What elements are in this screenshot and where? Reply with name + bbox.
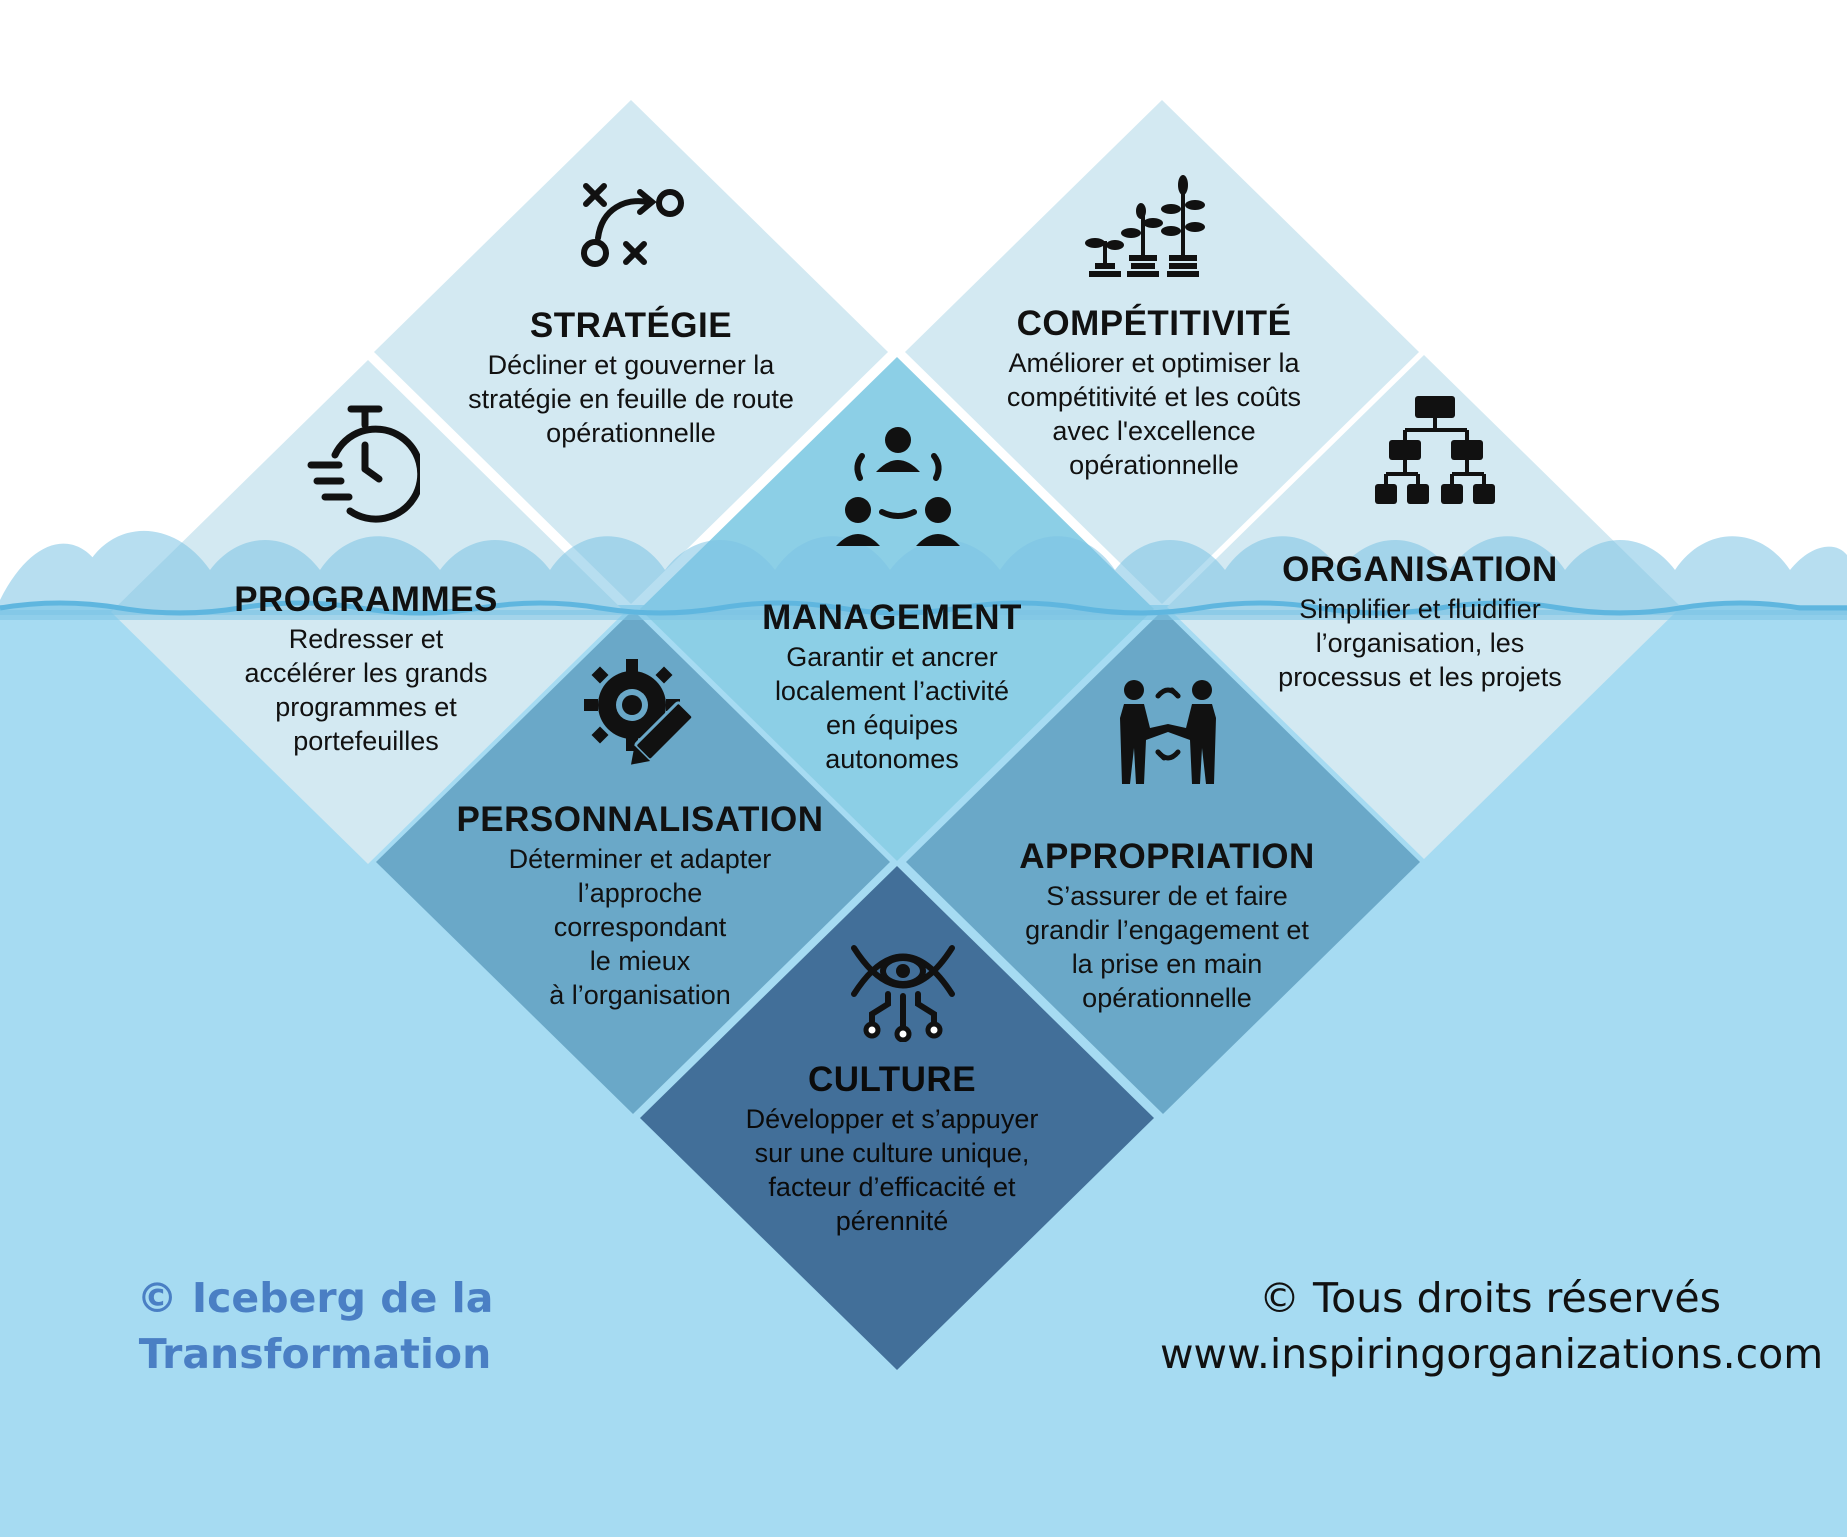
block-title: ORGANISATION bbox=[1282, 550, 1558, 589]
wave-band bbox=[0, 530, 1847, 615]
block-line: Redresser et bbox=[288, 624, 444, 654]
block-programmes: PROGRAMMES Redresser et accélérer les gr… bbox=[206, 580, 526, 758]
block-line: stratégie en feuille de route bbox=[468, 384, 794, 414]
block-line: le mieux bbox=[589, 946, 691, 976]
diamond-competitivite bbox=[905, 100, 1419, 604]
block-line: en équipes bbox=[825, 710, 959, 740]
block-line: Déterminer et adapter bbox=[508, 844, 772, 874]
block-management: MANAGEMENT Garantir et ancrer localement… bbox=[722, 598, 1062, 776]
block-line: facteur d’efficacité et bbox=[768, 1172, 1016, 1202]
block-line: localement l’activité bbox=[774, 676, 1010, 706]
block-culture: CULTURE Développer et s’appuyer sur une … bbox=[722, 1060, 1062, 1238]
block-title: APPROPRIATION bbox=[1019, 837, 1315, 876]
block-title: MANAGEMENT bbox=[762, 598, 1022, 637]
rights-notice: © Tous droits réservés www.inspiringorga… bbox=[1160, 1270, 1824, 1382]
dna-eye-icon bbox=[851, 945, 955, 1042]
rights-line: © Tous droits réservés bbox=[1259, 1274, 1721, 1322]
block-line: grandir l’engagement et bbox=[1025, 915, 1309, 945]
block-line: l’approche bbox=[577, 878, 703, 908]
stopwatch-icon bbox=[307, 405, 420, 523]
block-title: STRATÉGIE bbox=[529, 306, 733, 345]
block-line: la prise en main bbox=[1071, 949, 1263, 979]
block-personnalisation: PERSONNALISATION Déterminer et adapter l… bbox=[440, 800, 840, 1012]
block-line: Décliner et gouverner la bbox=[487, 350, 775, 380]
block-line: opérationnelle bbox=[1069, 450, 1239, 480]
gear-pen-icon bbox=[584, 659, 695, 765]
diamond-culture bbox=[640, 866, 1154, 1370]
block-line: Garantir et ancrer bbox=[786, 642, 998, 672]
block-title: PROGRAMMES bbox=[234, 580, 498, 619]
wave-crests bbox=[0, 530, 1847, 615]
block-title: COMPÉTITIVITÉ bbox=[1016, 304, 1292, 343]
block-line: l’organisation, les bbox=[1315, 628, 1525, 658]
block-line: opérationnelle bbox=[1082, 983, 1252, 1013]
brand-copyright: © Iceberg de la Transformation bbox=[120, 1270, 510, 1382]
handshake-exchange-icon bbox=[1120, 680, 1216, 784]
block-line: à l’organisation bbox=[549, 980, 731, 1010]
diamond-appropriation bbox=[906, 610, 1420, 1114]
block-line: correspondant bbox=[553, 912, 727, 942]
block-line: Améliorer et optimiser la bbox=[1008, 348, 1300, 378]
org-chart-icon bbox=[1375, 396, 1495, 504]
block-title: CULTURE bbox=[807, 1060, 977, 1099]
block-organisation: ORGANISATION Simplifier et fluidifier l’… bbox=[1245, 550, 1595, 694]
block-strategie: STRATÉGIE Décliner et gouverner la strat… bbox=[431, 306, 831, 450]
diamond-strategie bbox=[374, 100, 888, 604]
block-competitivite: COMPÉTITIVITÉ Améliorer et optimiser la … bbox=[954, 304, 1354, 482]
block-line: pérennité bbox=[835, 1206, 949, 1236]
wave-line bbox=[0, 600, 1847, 616]
block-line: portefeuilles bbox=[293, 726, 439, 756]
block-line: processus et les projets bbox=[1278, 662, 1562, 692]
strategy-play-icon bbox=[581, 183, 684, 267]
block-line: S’assurer de et faire bbox=[1046, 881, 1288, 911]
brand-line-1: © Iceberg de la bbox=[136, 1274, 494, 1322]
block-line: opérationnelle bbox=[546, 418, 716, 448]
growing-plants-icon bbox=[1085, 175, 1205, 277]
block-line: Simplifier et fluidifier bbox=[1299, 594, 1541, 624]
block-line: sur une culture unique, bbox=[754, 1138, 1030, 1168]
block-line: Développer et s’appuyer bbox=[745, 1104, 1039, 1134]
block-line: programmes et bbox=[275, 692, 457, 722]
block-line: avec l'excellence bbox=[1052, 416, 1256, 446]
diamond-personnalisation bbox=[376, 610, 890, 1114]
block-title: PERSONNALISATION bbox=[456, 800, 824, 839]
brand-line-2: Transformation bbox=[138, 1330, 492, 1378]
block-line: accélérer les grands bbox=[244, 658, 488, 688]
block-appropriation: APPROPRIATION S’assurer de et faire gran… bbox=[992, 837, 1342, 1015]
team-circle-icon bbox=[836, 427, 960, 546]
block-line: compétitivité et les coûts bbox=[1006, 382, 1302, 412]
block-line: autonomes bbox=[825, 744, 959, 774]
website-link[interactable]: www.inspiringorganizations.com bbox=[1160, 1330, 1824, 1378]
